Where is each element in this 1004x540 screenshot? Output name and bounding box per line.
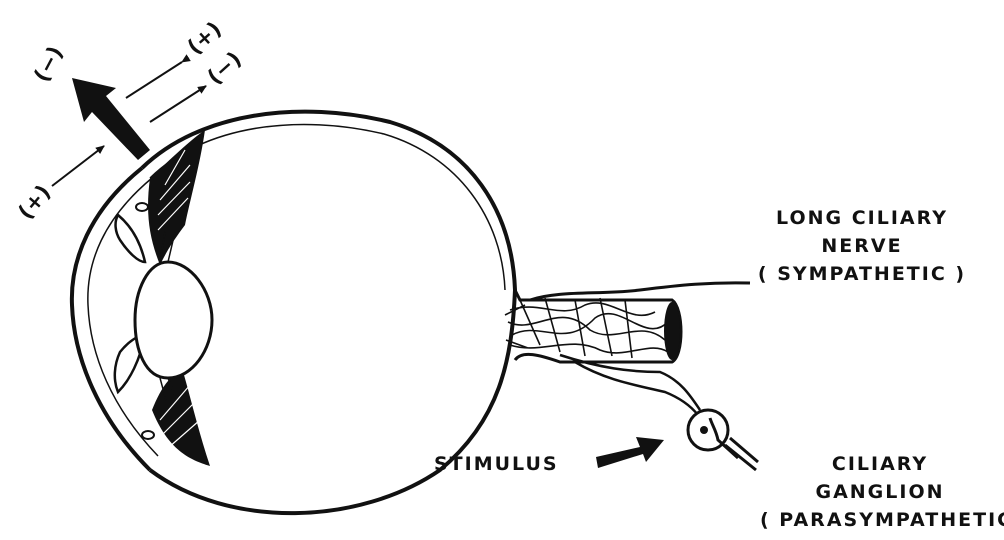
iris-root-upper — [136, 203, 148, 211]
ciliary-ganglion-label: CILIARY GANGLION ( PARASYMPATHETIC ) — [760, 450, 1000, 534]
arrow-to-outward-plus — [126, 62, 182, 98]
iris-root-lower — [142, 431, 154, 439]
ganglion-cell — [700, 426, 708, 434]
long-ciliary-nerve-line — [530, 283, 750, 300]
iris-upper — [116, 215, 145, 262]
stimulus-arrow — [596, 437, 664, 468]
short-ciliary-nerves — [560, 355, 700, 415]
long-ciliary-nerve-line2: NERVE — [752, 232, 972, 260]
ciliary-ganglion-line2: GANGLION — [760, 478, 1000, 506]
ciliary-ganglion-line3: ( PARASYMPATHETIC ) — [760, 506, 1000, 534]
long-ciliary-nerve-label: LONG CILIARY NERVE ( SYMPATHETIC ) — [752, 204, 972, 288]
ciliary-ganglion-line1: CILIARY — [760, 450, 1000, 478]
optic-nerve — [515, 290, 681, 362]
stimulus-label: STIMULUS — [434, 450, 559, 478]
lens — [135, 262, 212, 378]
choroid-outline — [150, 124, 505, 290]
nerve-fibres — [505, 298, 668, 358]
long-ciliary-nerve-line1: LONG CILIARY — [752, 204, 972, 232]
ciliary-body-upper — [148, 130, 205, 265]
ganglion-root — [725, 438, 758, 470]
arrow-to-outward-minus — [150, 86, 206, 122]
long-ciliary-nerve-line3: ( SYMPATHETIC ) — [752, 260, 972, 288]
arrow-inward-plus — [52, 146, 104, 186]
